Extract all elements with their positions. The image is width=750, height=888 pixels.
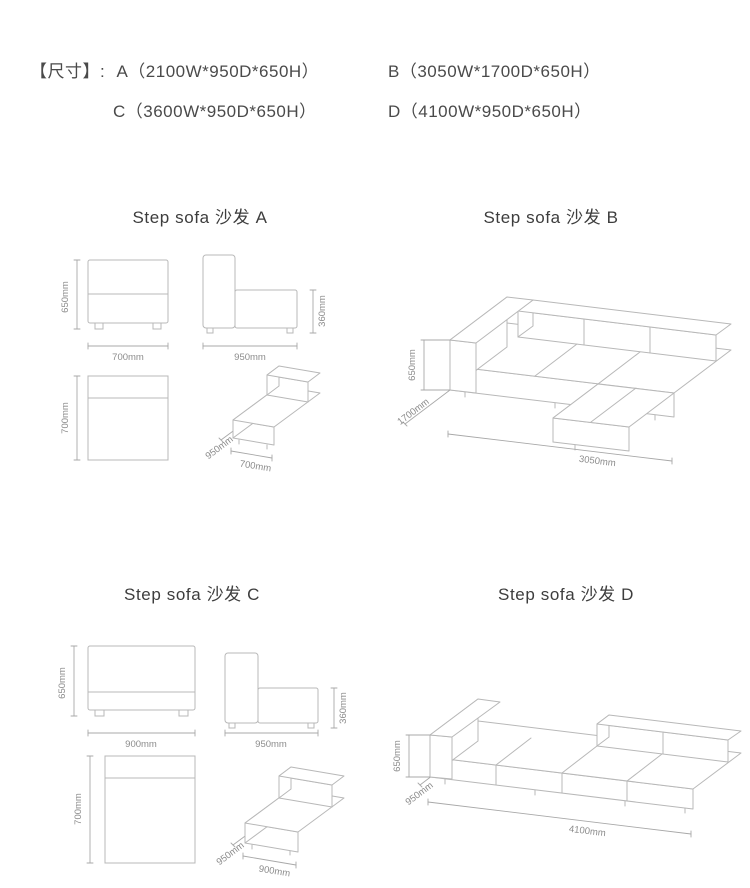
sofa-d-iso-view: 650mm 950mm 4100mm (392, 698, 742, 839)
dim-label-a-side-width: 950mm (234, 352, 266, 363)
dim-label-a-depth: 700mm (60, 402, 71, 434)
dim-label-c-side-width: 950mm (255, 739, 287, 750)
sofa-d-diagram: 650mm 950mm 4100mm (392, 698, 742, 839)
size-spec-c: C（3600W*950D*650H） (113, 102, 317, 121)
dim-label-a-height: 650mm (60, 281, 71, 313)
sofa-c-iso-view: 950mm 900mm (215, 766, 345, 880)
dim-label-b-height: 650mm (407, 349, 418, 381)
dim-label-a-seat-height: 360mm (317, 295, 328, 327)
size-spec-b: B（3050W*1700D*650H） (388, 62, 601, 81)
sofa-a-front-view: 650mm 700mm (60, 259, 169, 363)
size-spec-d: D（4100W*950D*650H） (388, 102, 592, 121)
dim-label-c-iso-depth: 950mm (215, 840, 247, 868)
title-sofa-a: Step sofa 沙发 A (132, 208, 268, 227)
title-sofa-d: Step sofa 沙发 D (498, 585, 634, 604)
dim-label-b-width: 3050mm (578, 454, 616, 469)
sofa-a-diagram: 650mm 700mm 360mm 950mm (60, 254, 328, 475)
sofa-a-iso-view: 950mm 700mm (204, 365, 321, 475)
dim-label-c-depth: 700mm (73, 793, 84, 825)
sofa-b-diagram: 650mm 1700mm 3050mm (395, 296, 732, 469)
sofa-a-top-view: 700mm (60, 375, 169, 461)
dim-label-c-height: 650mm (57, 667, 68, 699)
size-header-line1: 【尺寸】: A（2100W*950D*650H） (30, 57, 319, 82)
dim-label-b-depth: 1700mm (395, 396, 431, 427)
sofa-c-side-view: 360mm 950mm (224, 652, 349, 750)
dim-label-d-height: 650mm (392, 740, 403, 772)
size-spec-a: A（2100W*950D*650H） (116, 62, 320, 81)
sofa-a-side-view: 360mm 950mm (202, 254, 328, 363)
dim-label-c-front-width: 900mm (125, 739, 157, 750)
title-sofa-c: Step sofa 沙发 C (124, 585, 260, 604)
sofa-c-top-view: 700mm (73, 755, 196, 864)
sofa-b-iso-view: 650mm 1700mm 3050mm (395, 296, 732, 469)
sofa-c-diagram: 650mm 900mm 360mm 950mm (57, 645, 349, 880)
dim-label-a-iso-width: 700mm (239, 459, 272, 475)
dim-label-a-front-width: 700mm (112, 352, 144, 363)
size-header-label: 【尺寸】: (30, 62, 106, 81)
sofa-c-front-view: 650mm 900mm (57, 645, 196, 750)
dim-label-c-seat-height: 360mm (338, 692, 349, 724)
dim-label-d-width: 4100mm (568, 824, 606, 839)
dim-label-c-iso-width: 900mm (258, 864, 291, 880)
title-sofa-b: Step sofa 沙发 B (483, 208, 619, 227)
